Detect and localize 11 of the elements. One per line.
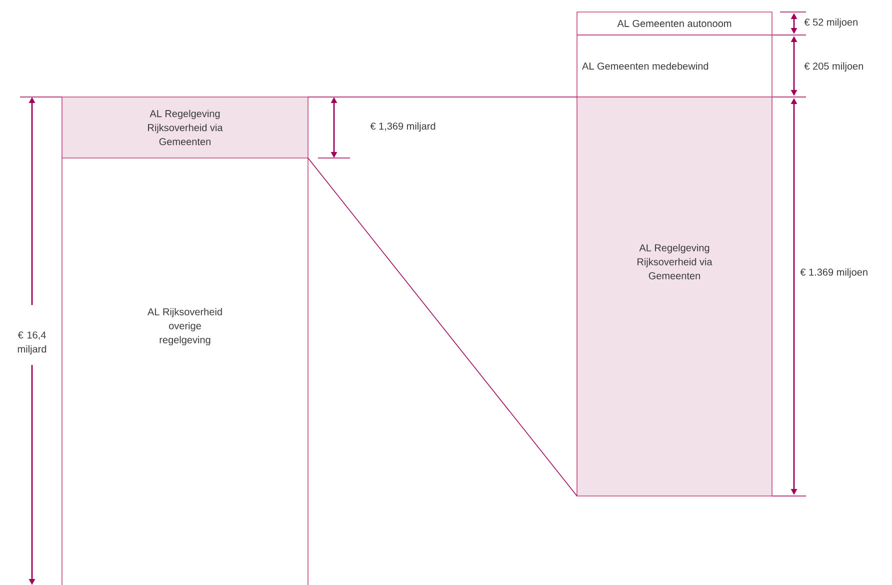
dimension-label: € 52 miljoen (804, 18, 858, 28)
dimension-label: € 1.369 miljoen (800, 268, 868, 278)
column-box: AL Rijksoverheid overige regelgeving (62, 158, 308, 585)
dimension-label: € 205 miljoen (804, 62, 863, 72)
dimension-label: € 16,4 miljard (18, 331, 46, 355)
connector-line (308, 158, 578, 496)
segment-box: AL Gemeenten autonoom (576, 12, 772, 36)
highlight-box: AL Regelgeving Rijksoverheid via Gemeenten (576, 96, 772, 496)
dimension-label: € 1,369 miljard (370, 122, 436, 132)
highlight-box: AL Regelgeving Rijksoverheid via Gemeenten (62, 96, 308, 158)
connector-line (308, 96, 578, 98)
